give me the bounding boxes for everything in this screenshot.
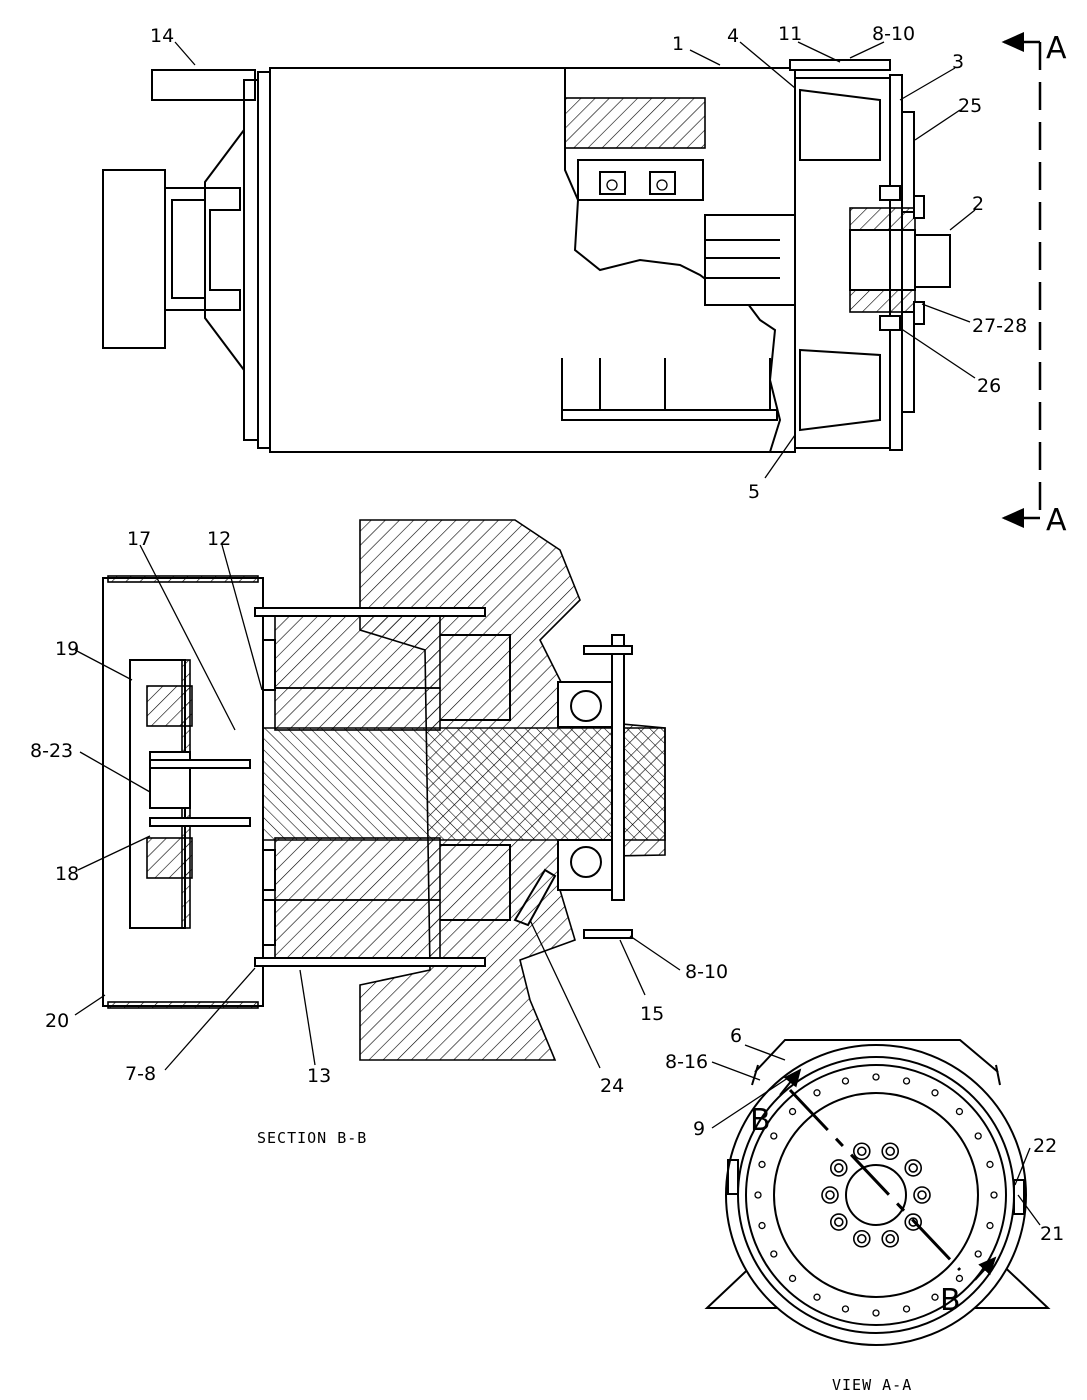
callout-17: 17 (127, 528, 151, 550)
hub-bolt (908, 1163, 919, 1173)
callout-1: 1 (672, 33, 684, 55)
rotor-core-upper (274, 609, 441, 689)
frame-bolt (758, 1160, 766, 1169)
frame-bolt (788, 1274, 797, 1283)
hub-bolt (917, 1190, 927, 1200)
stator-core (564, 97, 706, 149)
generator-side-view (102, 59, 951, 453)
frame-bolt (974, 1250, 982, 1258)
hub-bottom (849, 289, 916, 313)
drive-coupling (914, 234, 951, 288)
frame-bolt (758, 1221, 766, 1230)
callout-18: 18 (55, 863, 79, 885)
frame-bolt (902, 1305, 911, 1313)
callout-21: 21 (1040, 1223, 1064, 1245)
bearing-lower (557, 839, 614, 891)
hub-bolt (856, 1146, 867, 1157)
callout-7-8: 7-8 (125, 1063, 156, 1085)
callout-9: 9 (693, 1118, 705, 1140)
lifting-eye (151, 69, 256, 101)
frame-bolt (813, 1293, 821, 1301)
frame-bolt (754, 1191, 762, 1199)
callout-27-28: 27-28 (972, 315, 1027, 337)
callout-11: 11 (778, 23, 802, 45)
hub-bore (845, 1164, 907, 1226)
section-b-b-view (102, 519, 666, 1061)
callout-8-23: 8-23 (30, 740, 73, 762)
frame-bolt (813, 1089, 821, 1097)
frame-bolt (788, 1107, 797, 1116)
frame-bolt (986, 1221, 994, 1230)
view-a-a (704, 1039, 1051, 1346)
end-frame-outer (725, 1044, 1027, 1346)
frame-bolt (974, 1132, 982, 1140)
frame-bolt (770, 1250, 778, 1258)
callout-4: 4 (727, 25, 739, 47)
frame-bolt (990, 1191, 998, 1199)
section-line-b (779, 1068, 997, 1281)
frame-bolt (955, 1274, 964, 1283)
shaft-section (194, 727, 666, 841)
leaders-section (74, 544, 681, 1071)
hub-bolt (885, 1233, 896, 1244)
hub-bolt (825, 1190, 835, 1200)
section-label-bottom: B (940, 1283, 961, 1318)
rotor-core-lower (274, 837, 441, 901)
callout-26: 26 (977, 375, 1001, 397)
hub-bolt (856, 1233, 867, 1244)
callout-25: 25 (958, 95, 982, 117)
frame-bolt (872, 1073, 880, 1081)
callout-5: 5 (748, 481, 760, 503)
frame-bolt (902, 1077, 911, 1085)
callout-20: 20 (45, 1010, 69, 1032)
frame-bolt (841, 1077, 850, 1085)
callout-2: 2 (972, 193, 984, 215)
callout-14: 14 (150, 25, 174, 47)
section-line-a (1001, 32, 1042, 528)
callout-8-10-section: 8-10 (685, 961, 728, 983)
frame-bolt (872, 1309, 880, 1317)
callout-8-10-top: 8-10 (872, 23, 915, 45)
frame-bolt (931, 1089, 939, 1097)
engine-adapter (102, 169, 166, 349)
view-label-bottom: A (1046, 503, 1067, 538)
frame-bolt (770, 1132, 778, 1140)
hub-bolt (885, 1146, 896, 1157)
view-caption: VIEW A-A (832, 1376, 912, 1394)
bolt-circle-outer (754, 1073, 998, 1317)
view-label-top: A (1046, 31, 1067, 66)
frame-bolt (931, 1293, 939, 1301)
callout-22: 22 (1033, 1135, 1057, 1157)
leaders-view (711, 1044, 1041, 1226)
section-caption: SECTION B-B (257, 1129, 367, 1147)
frame-bolt (986, 1160, 994, 1169)
callout-12: 12 (207, 528, 231, 550)
callout-13: 13 (307, 1065, 331, 1087)
hub-bolt (833, 1163, 844, 1173)
callout-6: 6 (730, 1025, 742, 1047)
frame-bolt (955, 1107, 964, 1116)
callout-19: 19 (55, 638, 79, 660)
leaders-top (174, 41, 976, 479)
callout-15: 15 (640, 1003, 664, 1025)
section-label-top: B (750, 1103, 771, 1138)
hub-bolt (833, 1217, 844, 1227)
bolt-circle-inner (821, 1142, 931, 1248)
callout-3: 3 (952, 51, 964, 73)
frame-bolt (841, 1305, 850, 1313)
callout-24: 24 (600, 1075, 624, 1097)
callout-8-16: 8-16 (665, 1051, 708, 1073)
